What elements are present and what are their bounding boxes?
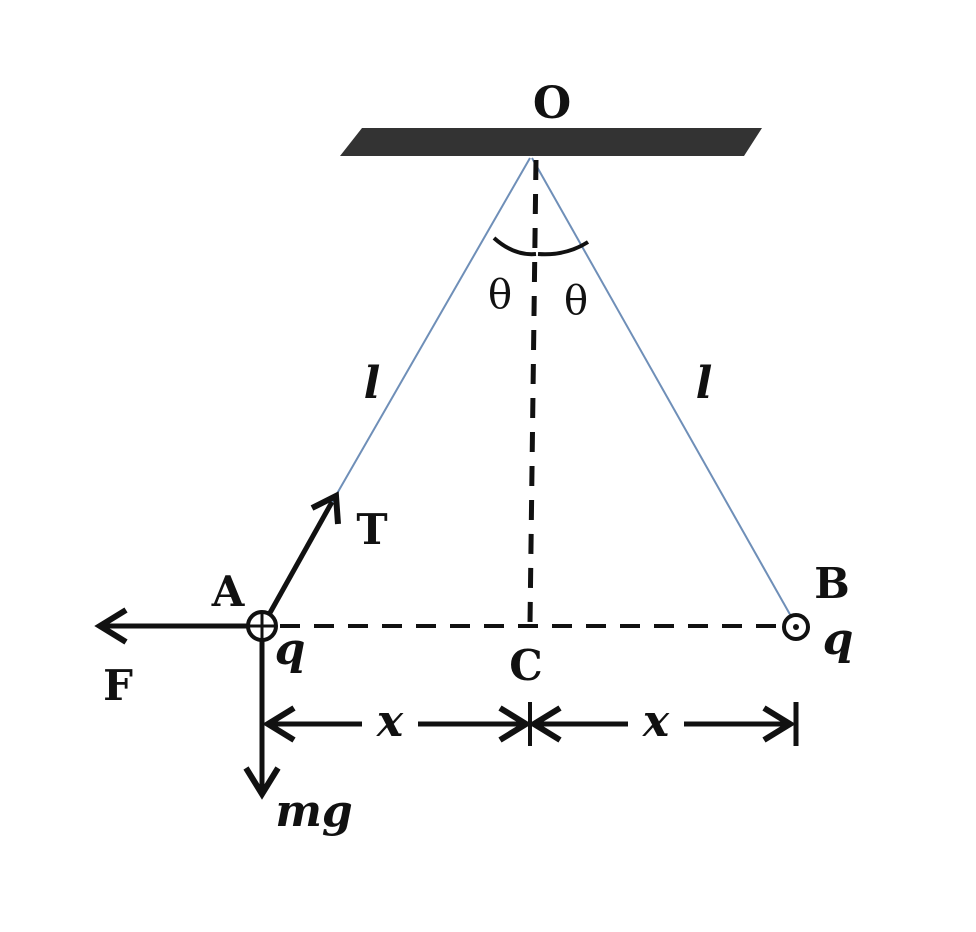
dim-left-arrowhead-left [262,705,296,743]
angle-arc-left [492,236,537,257]
dim-left-arrowhead-right [498,705,532,743]
force-arrowhead [94,607,128,645]
dim-right-arrowhead-right [762,705,796,743]
label-theta-left: θ [488,272,512,318]
label-charge-a: q [275,624,306,675]
label-force: F [103,661,133,710]
label-length-right: l [696,358,713,409]
label-tension: T [356,505,387,554]
dim-right-arrowhead-left [528,705,562,743]
charge-b-dot [793,624,799,630]
angle-arc-right [537,240,590,257]
label-pivot-o: O [533,78,571,129]
label-charge-b: q [823,614,854,665]
label-weight: mg [275,786,352,837]
tension-arrowhead [310,491,341,525]
label-dist-left: x [376,696,404,747]
label-length-left: l [364,358,381,409]
ceiling-bar [340,128,762,156]
label-dist-right: x [642,696,670,747]
tension-arrow [263,500,335,622]
label-theta-right: θ [564,278,588,324]
label-point-a: A [211,567,246,616]
string-right [531,157,793,619]
weight-arrowhead [243,766,281,800]
vertical-dashed-line [527,159,539,625]
label-point-b: B [814,559,850,608]
label-point-c: C [509,641,542,690]
